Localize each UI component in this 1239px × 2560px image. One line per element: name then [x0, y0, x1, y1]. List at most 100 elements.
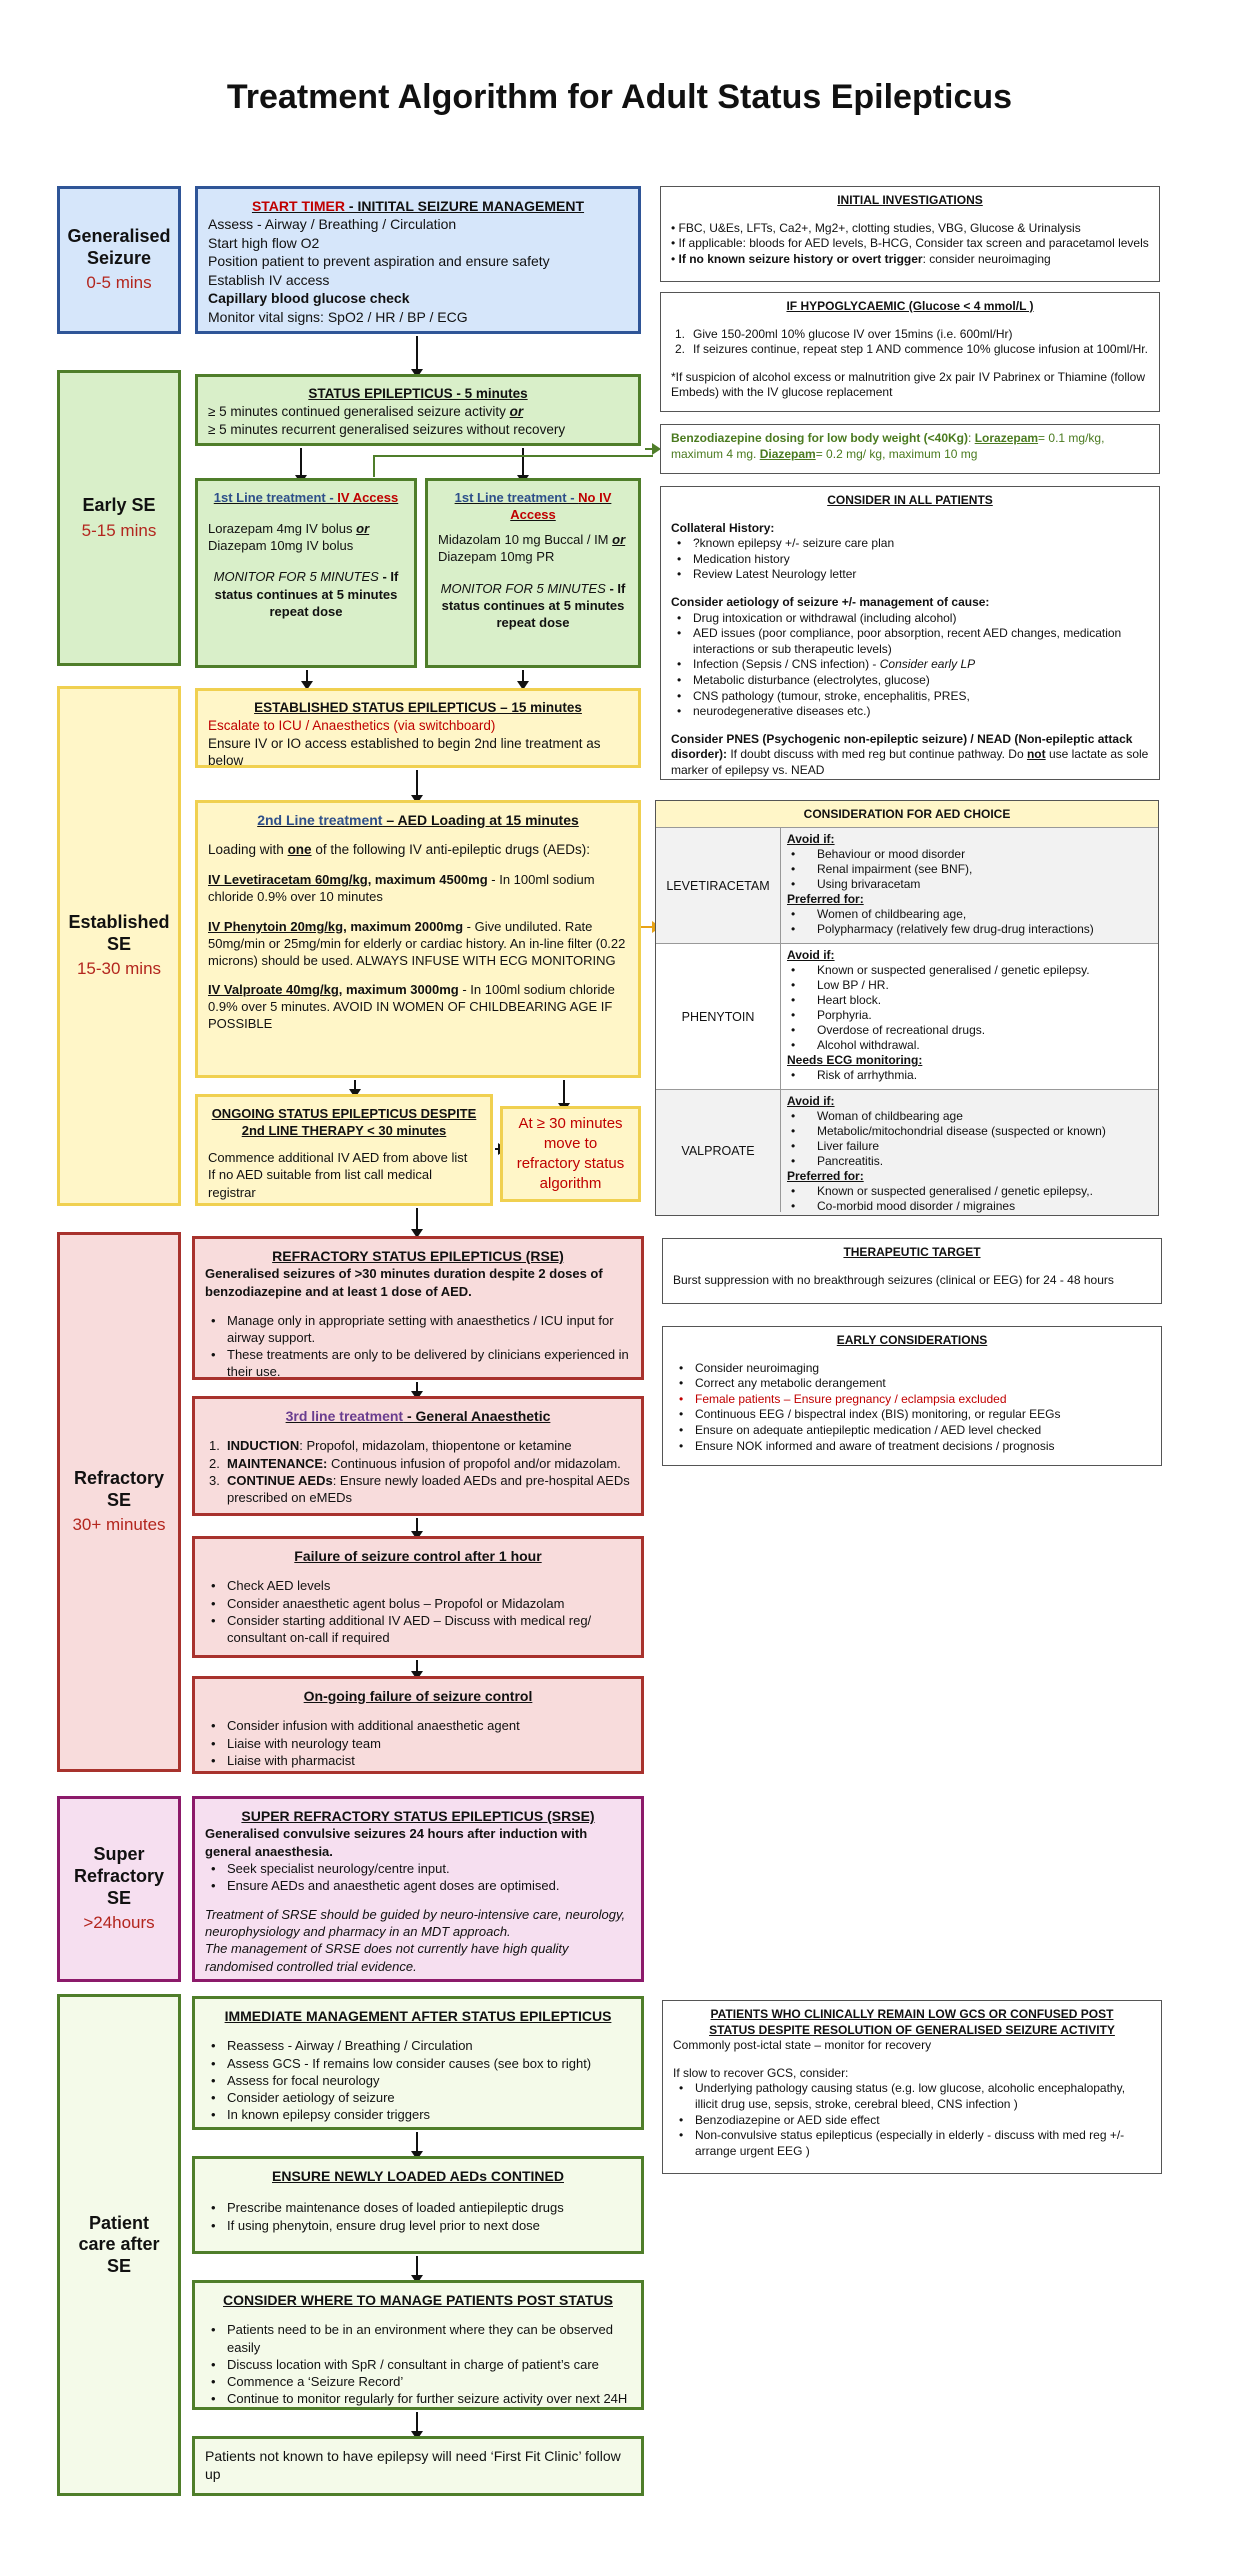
immediate-heading: IMMEDIATE MANAGEMENT AFTER STATUS EPILEP…: [224, 2008, 612, 2024]
flow-arrow: [558, 1080, 570, 1112]
list-item: Metabolic disturbance (electrolytes, glu…: [671, 673, 1149, 689]
early-cons-list: Consider neuroimaging Correct any metabo…: [673, 1361, 1151, 1455]
drug-line: Midazolam 10 mg Buccal / IM or: [438, 532, 626, 548]
third-line-list: 1.INDUCTION: Propofol, midazolam, thiope…: [205, 1437, 631, 1506]
established-heading: ESTABLISHED STATUS EPILEPTICUS – 15 minu…: [254, 700, 582, 715]
srse-list: Seek specialist neurology/centre input. …: [205, 1860, 631, 1894]
initial-line: Assess - Airway / Breathing / Circulatio…: [208, 216, 457, 233]
valproate-dose: IV Valproate 40mg/kg, maximum 3000mg - I…: [208, 982, 615, 1032]
ongoing-failure-heading: On-going failure of seizure control: [303, 1688, 533, 1704]
list-item: Pancreatitis.: [787, 1154, 1152, 1169]
list-item: ?known epilepsy +/- seizure care plan: [671, 536, 1149, 552]
initial-investigations-box: INITIAL INVESTIGATIONS • FBC, U&Es, LFTs…: [660, 186, 1160, 282]
list-item: Seek specialist neurology/centre input.: [205, 1860, 631, 1877]
list-item: Female patients – Ensure pregnancy / ecl…: [673, 1392, 1151, 1408]
list-item: Renal impairment (see BNF),: [787, 862, 1152, 877]
list-item: Reassess - Airway / Breathing / Circulat…: [205, 2037, 631, 2054]
list-item: Heart block.: [787, 993, 1152, 1008]
list-item: Co-morbid mood disorder / migraines: [787, 1199, 1152, 1214]
initial-management-box: START TIMER - INITITAL SEIZURE MANAGEMEN…: [195, 186, 641, 334]
low-gcs-list: Underlying pathology causing status (e.g…: [673, 2081, 1151, 2159]
ongoing-line: If no AED suitable from list call medica…: [208, 1167, 432, 1200]
list-item: Prescribe maintenance doses of loaded an…: [205, 2199, 631, 2216]
second-line-heading: 2nd Line treatment – AED Loading at 15 m…: [257, 812, 579, 828]
hypoglycaemia-box: IF HYPOGLYCAEMIC (Glucose < 4 mmol/L ) 1…: [660, 292, 1160, 412]
flow-arrow: [295, 448, 307, 484]
investigations-heading: INITIAL INVESTIGATIONS: [837, 193, 983, 207]
third-line-box: 3rd line treatment - General Anaesthetic…: [192, 1396, 644, 1516]
preferred-label: Preferred for:: [787, 892, 864, 906]
first-fit-box: Patients not known to have epilepsy will…: [192, 2436, 644, 2496]
stage-established: Established SE 15-30 mins: [57, 686, 181, 1206]
list-item: These treatments are only to be delivere…: [205, 1346, 631, 1380]
list-item: Patients need to be in an environment wh…: [205, 2321, 631, 2355]
list-item: Overdose of recreational drugs.: [787, 1023, 1152, 1038]
therapeutic-heading: THERAPEUTIC TARGET: [843, 1245, 981, 1259]
srse-heading: SUPER REFRACTORY STATUS EPILEPTICUS (SRS…: [241, 1808, 595, 1824]
aed-choice-connector: [641, 926, 657, 928]
escalate-note: Escalate to ICU / Anaesthetics (via swit…: [208, 717, 496, 733]
immediate-management-box: IMMEDIATE MANAGEMENT AFTER STATUS EPILEP…: [192, 1996, 644, 2130]
list-item: Liver failure: [787, 1139, 1152, 1154]
stage-early: Early SE 5-15 mins: [57, 370, 181, 666]
loading-intro: Loading with one of the following IV ant…: [208, 842, 590, 858]
stage-time: 0-5 mins: [86, 273, 152, 293]
drug-name: PHENYTOIN: [656, 944, 781, 1089]
flow-arrow: [517, 448, 529, 484]
monitor-note: MONITOR FOR 5 MINUTES - If status contin…: [440, 580, 626, 630]
list-item: 2.MAINTENANCE: Continuous infusion of pr…: [209, 1455, 621, 1471]
benzo-dosing-box: Benzodiazepine dosing for low body weigh…: [660, 424, 1160, 474]
aed-choice-table: CONSIDERATION FOR AED CHOICE LEVETIRACET…: [655, 800, 1159, 1216]
ecg-label: Needs ECG monitoring:: [787, 1053, 923, 1067]
or-label: or: [509, 403, 524, 419]
se5-heading: STATUS EPILEPTICUS - 5 minutes: [308, 386, 528, 401]
initial-line: Start high flow O2: [208, 234, 320, 251]
therapeutic-text: Burst suppression with no breakthrough s…: [673, 1272, 1114, 1287]
consider-all-patients-box: CONSIDER IN ALL PATIENTS Collateral Hist…: [660, 486, 1160, 780]
first-fit-note: Patients not known to have epilepsy will…: [205, 2448, 621, 2483]
investigation-line: • If applicable: bloods for AED levels, …: [671, 236, 1149, 251]
list-item: 3.CONTINUE AEDs: Ensure newly loaded AED…: [209, 1472, 630, 1505]
vital-signs: Monitor vital signs: SpO2 / HR / BP / EC…: [208, 308, 468, 325]
failure-heading: Failure of seizure control after 1 hour: [294, 1548, 542, 1564]
list-item: Non-convulsive status epilepticus (espec…: [673, 2128, 1151, 2159]
refractory-move-note: At ≥ 30 minutes move to refractory statu…: [516, 1115, 625, 1192]
preferred-list: Known or suspected generalised / genetic…: [787, 1184, 1152, 1214]
se5-line: ≥ 5 minutes recurrent generalised seizur…: [208, 421, 566, 437]
srse-note: The management of SRSE does not currentl…: [205, 1941, 569, 1974]
failure-list: Check AED levels Consider anaesthetic ag…: [205, 1577, 631, 1646]
list-item: Correct any metabolic derangement: [673, 1376, 1151, 1392]
therapeutic-target-box: THERAPEUTIC TARGET Burst suppression wit…: [662, 1238, 1162, 1304]
initial-line: Position patient to prevent aspiration a…: [208, 253, 550, 270]
flow-arrow: [411, 770, 423, 804]
initial-heading-text: - INITITAL SEIZURE MANAGEMENT: [345, 198, 585, 214]
stage-name: Refractory SE: [73, 1468, 165, 1510]
avoid-label: Avoid if:: [787, 1094, 835, 1108]
stage-name: Generalised Seizure: [67, 226, 171, 268]
flow-arrow: [411, 2412, 423, 2440]
investigation-line: • If no known seizure history or overt t…: [671, 251, 1051, 266]
start-timer-label: START TIMER: [251, 198, 346, 214]
glucose-check: Capillary blood glucose check: [208, 290, 410, 307]
levetiracetam-dose: IV Levetiracetam 60mg/kg, maximum 4500mg…: [208, 872, 595, 905]
stage-super-refractory: Super Refractory SE >24hours: [57, 1796, 181, 1982]
list-item: Manage only in appropriate setting with …: [205, 1312, 631, 1346]
list-item: Known or suspected generalised / genetic…: [787, 963, 1152, 978]
flow-arrow: [349, 1080, 361, 1098]
list-item: 1.INDUCTION: Propofol, midazolam, thiope…: [209, 1438, 572, 1454]
list-item: Continuous EEG / bispectral index (BIS) …: [673, 1407, 1151, 1423]
hypo-note: *If suspicion of alcohol excess or malnu…: [671, 369, 1145, 400]
investigation-line: • FBC, U&Es, LFTs, Ca2+, Mg2+, clotting …: [671, 220, 1081, 235]
first-line-no-iv-box: 1st Line treatment - No IV Access Midazo…: [425, 478, 641, 668]
list-item: Consider aetiology of seizure: [205, 2089, 631, 2106]
stage-name: Established SE: [68, 912, 170, 954]
avoid-list: Known or suspected generalised / genetic…: [787, 963, 1152, 1053]
preferred-label: Preferred for:: [787, 1169, 864, 1183]
immediate-list: Reassess - Airway / Breathing / Circulat…: [205, 2037, 631, 2123]
avoid-list: Woman of childbearing age Metabolic/mito…: [787, 1109, 1152, 1169]
stage-time: 5-15 mins: [81, 520, 157, 540]
drug-line: Lorazepam 4mg IV bolus or: [208, 521, 370, 537]
flow-arrow: [411, 1208, 423, 1238]
access-note: Ensure IV or IO access established to be…: [208, 735, 601, 769]
flow-arrow: [495, 1143, 507, 1155]
